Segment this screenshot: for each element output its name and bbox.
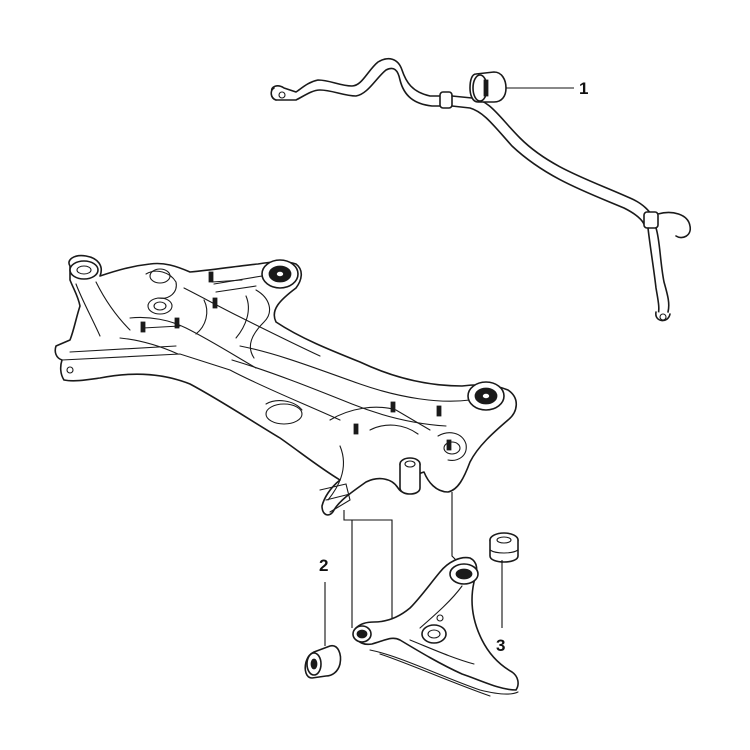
rear-bushing-leader bbox=[451, 492, 463, 567]
lower-control-arm bbox=[352, 556, 519, 697]
callout-3-label: 3 bbox=[496, 636, 505, 655]
stabilizer-bar bbox=[270, 57, 692, 322]
callout-2-label: 2 bbox=[319, 556, 328, 575]
subframe bbox=[54, 254, 518, 516]
front-arm-bushing-2 bbox=[304, 644, 342, 679]
rear-arm-bushing-3 bbox=[489, 532, 519, 563]
front-bushing-leader-2 bbox=[343, 510, 393, 630]
stabilizer-bushing-1 bbox=[469, 71, 507, 103]
callout-1-label: 1 bbox=[579, 79, 588, 98]
